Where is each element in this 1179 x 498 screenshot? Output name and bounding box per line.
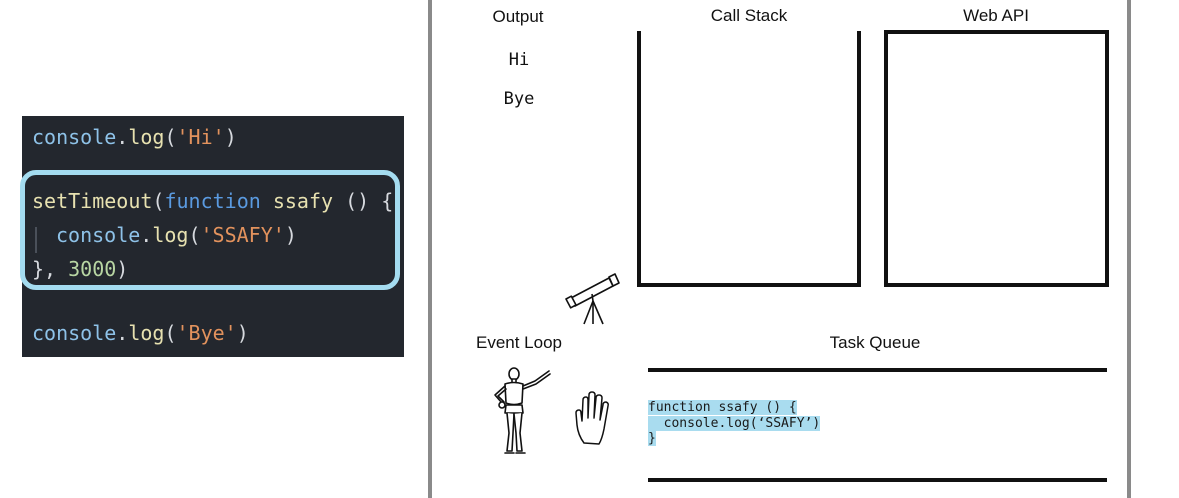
code-token: function xyxy=(164,189,261,213)
settimeout-highlight xyxy=(20,170,400,290)
code-token: }, xyxy=(32,257,69,281)
code-token: log xyxy=(128,321,165,345)
callback-line-2: console.log(‘SSAFY’) xyxy=(648,415,821,431)
code-token: ) xyxy=(284,223,297,247)
output-title: Output xyxy=(492,7,544,26)
code-token: 'Hi' xyxy=(176,125,225,149)
code-token: log xyxy=(152,223,189,247)
frame-right-border xyxy=(1127,0,1131,498)
code-token: 3000 xyxy=(68,257,117,281)
code-token: console xyxy=(56,223,141,247)
task-queue-top-line xyxy=(648,368,1107,372)
code-editor: console.log('Hi') setTimeout(function ss… xyxy=(22,116,404,357)
code-token: () { xyxy=(345,189,394,213)
code-token: 'SSAFY' xyxy=(200,223,285,247)
indent-guide xyxy=(35,227,37,253)
code-token: ( xyxy=(188,223,201,247)
code-line-4: }, 3000) xyxy=(32,256,128,282)
code-line-3: console.log('SSAFY') xyxy=(56,222,297,248)
code-line-5: console.log('Bye') xyxy=(32,320,249,346)
code-token: ) xyxy=(236,321,249,345)
code-token: ) xyxy=(224,125,237,149)
task-queue-title: Task Queue xyxy=(829,333,921,352)
code-line-2: setTimeout(function ssafy () { xyxy=(32,188,393,214)
code-token: ) xyxy=(116,257,129,281)
callback-line-1: function ssafy () { xyxy=(648,400,797,415)
web-api-box xyxy=(884,30,1109,287)
code-token: . xyxy=(116,321,129,345)
frame-left-border xyxy=(428,0,432,498)
robot-figure-icon xyxy=(494,367,551,454)
event-loop-title: Event Loop xyxy=(475,333,563,352)
output-item-hi: Hi xyxy=(508,50,530,70)
code-token: log xyxy=(128,125,165,149)
code-token: console xyxy=(32,321,117,345)
call-stack-title: Call Stack xyxy=(710,6,788,25)
code-token: ( xyxy=(164,125,177,149)
telescope-icon xyxy=(565,273,620,325)
code-token: . xyxy=(116,125,129,149)
code-line-1: console.log('Hi') xyxy=(32,124,237,150)
code-token: setTimeout xyxy=(32,189,153,213)
code-token: 'Bye' xyxy=(176,321,237,345)
hand-icon xyxy=(575,391,609,445)
callback-line-3: } xyxy=(648,431,656,446)
web-api-title: Web API xyxy=(963,6,1029,25)
task-queue-callback: function ssafy () { console.log(‘SSAFY’)… xyxy=(648,400,821,447)
code-token: ( xyxy=(152,189,165,213)
code-token: . xyxy=(140,223,153,247)
output-item-bye: Bye xyxy=(503,89,535,109)
code-token: console xyxy=(32,125,117,149)
code-token: ( xyxy=(164,321,177,345)
code-token: ssafy xyxy=(260,189,346,213)
task-queue-bottom-line xyxy=(648,478,1107,482)
call-stack-box xyxy=(637,31,861,287)
